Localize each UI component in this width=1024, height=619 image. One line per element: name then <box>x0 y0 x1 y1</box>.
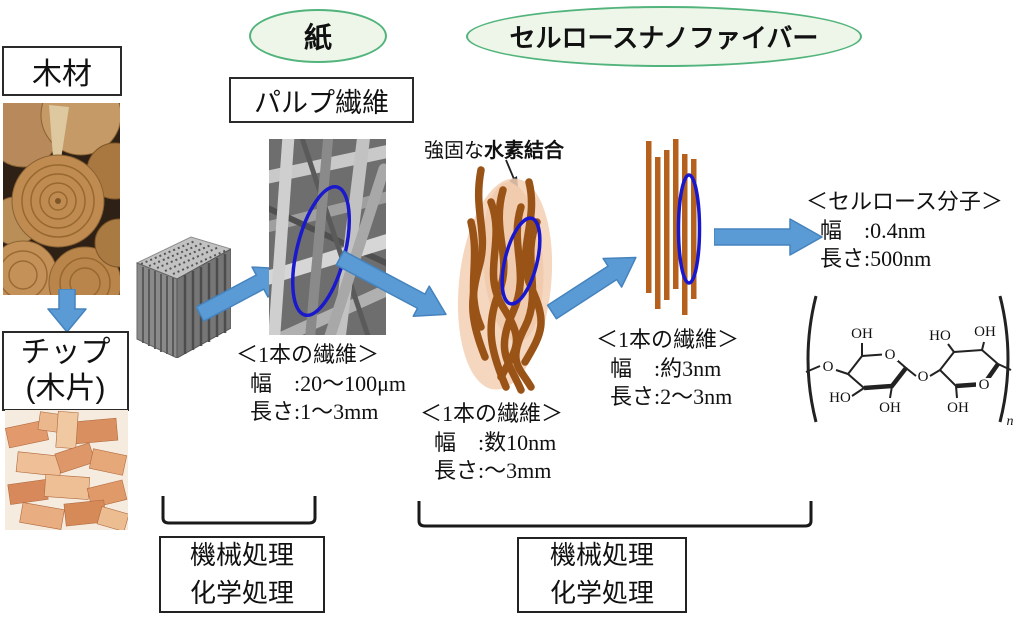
wood-label-box: 木材 <box>2 46 122 96</box>
pulp-label: パルプ繊維 <box>254 87 389 118</box>
hydrogen-bond-bold: 水素結合 <box>484 140 564 162</box>
treatment-right-line1: 機械処理 <box>549 540 654 571</box>
bracket-left <box>161 496 317 525</box>
arrow-wood-to-chip <box>47 289 87 333</box>
arrow-bars-to-molecule <box>714 218 823 256</box>
chip-label-line2: (木片) <box>25 372 106 405</box>
chem-ho-label: HO <box>929 328 951 344</box>
tangle-fiber-spec-title: ＜1本の繊維＞ <box>420 401 564 426</box>
molecule-spec-title: ＜セルロース分子＞ <box>806 189 1003 214</box>
chem-o-label: O <box>885 347 896 363</box>
chem-o-label: O <box>979 377 990 393</box>
chem-ho-label: HO <box>829 390 851 406</box>
chem-oh-label: OH <box>851 326 873 342</box>
cnf-bubble-label: セルロースナノファイバー <box>509 23 819 53</box>
single-fiber-spec-title: ＜1本の繊維＞ <box>596 327 740 352</box>
molecule-spec-length: 長さ:500nm <box>820 246 932 272</box>
tangle-fiber-spec-length: 長さ:～3mm <box>434 458 552 484</box>
wood-label: 木材 <box>32 58 92 91</box>
paper-bubble-label: 紙 <box>303 22 332 53</box>
chem-o-label: O <box>918 369 929 385</box>
cellulose-molecule-structure: O O O O OH HO OH HO OH OH n <box>805 295 1014 428</box>
pulp-label-box: パルプ繊維 <box>229 77 414 123</box>
treatment-left-line1: 機械処理 <box>189 539 294 570</box>
chem-o-label: O <box>823 359 834 375</box>
arrow-tangle-to-bars <box>546 256 637 320</box>
paper-bubble: 紙 <box>249 9 387 63</box>
tangle-fiber-spec: ＜1本の繊維＞ 幅 :数10nm 長さ:～3mm <box>420 400 563 486</box>
treatment-box-right: 機械処理 化学処理 <box>517 537 687 613</box>
treatment-right-line2: 化学処理 <box>549 578 654 608</box>
cnf-bubble: セルロースナノファイバー <box>466 6 862 67</box>
single-fiber-spec-width: 幅 :約3nm <box>610 355 722 381</box>
pulp-fiber-spec: ＜1本の繊維＞ 幅 :20～100μm 長さ:1～3mm <box>236 341 406 427</box>
pulp-fiber-spec-length: 長さ:1～3mm <box>250 399 379 425</box>
highlight-ellipse <box>676 173 702 285</box>
molecule-spec: ＜セルロース分子＞ 幅 :0.4nm 長さ:500nm <box>806 188 1003 274</box>
chem-n-subscript: n <box>1007 414 1014 428</box>
pulp-fiber-spec-title: ＜1本の繊維＞ <box>236 342 380 367</box>
chip-label-line1: チップ <box>20 336 111 369</box>
chip-label-box: チップ (木片) <box>2 331 129 411</box>
highlight-ellipse <box>500 216 542 306</box>
wood-logs-photo <box>3 103 120 295</box>
arrow-pulp-to-tangle <box>336 250 447 317</box>
single-fiber-spec-length: 長さ:2～3nm <box>610 384 733 410</box>
bracket-right <box>417 501 813 528</box>
chem-oh-label: OH <box>947 400 969 416</box>
treatment-box-left: 機械処理 化学処理 <box>159 536 325 613</box>
hydrogen-bond-label: 強固な水素結合 <box>424 134 564 163</box>
wood-chips-photo <box>5 410 128 530</box>
nanofiber-tangle-illustration <box>457 166 553 394</box>
chem-oh-label: OH <box>974 324 996 340</box>
molecule-spec-width: 幅 :0.4nm <box>820 217 926 243</box>
chem-oh-label: OH <box>879 400 901 416</box>
treatment-left-line2: 化学処理 <box>189 577 294 608</box>
hydrogen-bond-prefix: 強固な <box>424 140 484 162</box>
pulp-fiber-sem-image <box>269 139 386 335</box>
single-fiber-spec: ＜1本の繊維＞ 幅 :約3nm 長さ:2～3nm <box>596 326 739 412</box>
nanofiber-bars-illustration <box>646 139 702 315</box>
pulp-fiber-spec-width: 幅 :20～100μm <box>250 370 407 396</box>
tangle-fiber-spec-width: 幅 :数10nm <box>434 429 557 455</box>
